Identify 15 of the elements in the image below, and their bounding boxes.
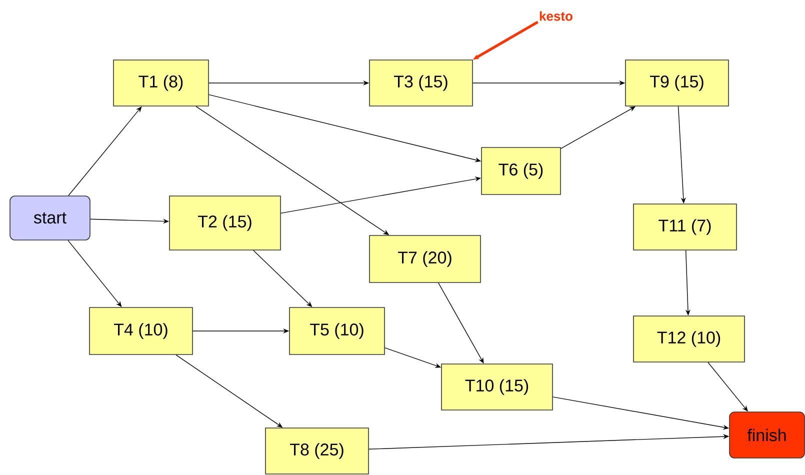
callout-label: kesto [540,11,572,21]
task-box: T6 (5) [481,147,561,195]
task-box: T10 (15) [441,364,553,410]
finish-box: finish [729,412,805,458]
task-box: T3 (15) [369,60,473,106]
task-box: T1 (8) [113,60,209,106]
task-box: T2 (15) [169,196,281,250]
task-box: T11 (7) [633,204,737,250]
start-box: start [10,196,90,240]
task-box: T5 (10) [289,307,385,355]
task-box: T12 (10) [633,316,745,362]
task-box: T8 (25) [265,428,369,474]
task-box: T9 (15) [625,60,729,106]
task-box: T4 (10) [89,307,193,355]
task-box: T7 (20) [369,235,481,283]
